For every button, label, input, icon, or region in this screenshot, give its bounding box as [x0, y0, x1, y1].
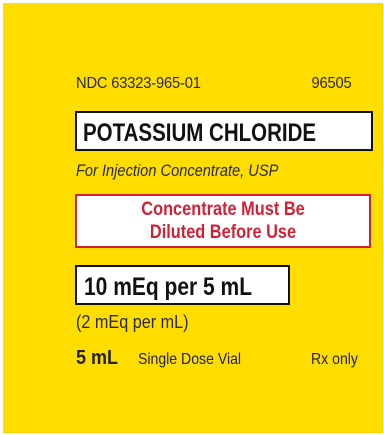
drug-name: POTASSIUM CHLORIDE	[83, 119, 317, 147]
warning-line-2: Diluted Before Use	[149, 222, 297, 243]
warning-box: Concentrate Must Be Diluted Before Use	[75, 194, 371, 248]
dose-strength: 10 mEq per 5 mL	[84, 273, 253, 301]
container-info-row: 5 mL Single Dose Vial Rx only	[76, 347, 381, 373]
dose-box: 10 mEq per 5 mL	[75, 265, 290, 305]
container-type: Single Dose Vial	[138, 351, 242, 368]
ndc-number: NDC 63323-965-01	[76, 75, 201, 92]
drug-name-box: POTASSIUM CHLORIDE	[75, 111, 373, 151]
drug-label: NDC 63323-965-01 96505 POTASSIUM CHLORID…	[3, 3, 383, 433]
warning-line-1: Concentrate Must Be	[141, 199, 305, 220]
ndc-row: NDC 63323-965-01 96505	[76, 75, 354, 97]
drug-subtitle: For Injection Concentrate, USP	[76, 161, 279, 180]
product-code: 96505	[311, 75, 352, 92]
volume: 5 mL	[76, 347, 119, 369]
rx-only: Rx only	[311, 351, 358, 368]
concentration: (2 mEq per mL)	[76, 312, 189, 332]
